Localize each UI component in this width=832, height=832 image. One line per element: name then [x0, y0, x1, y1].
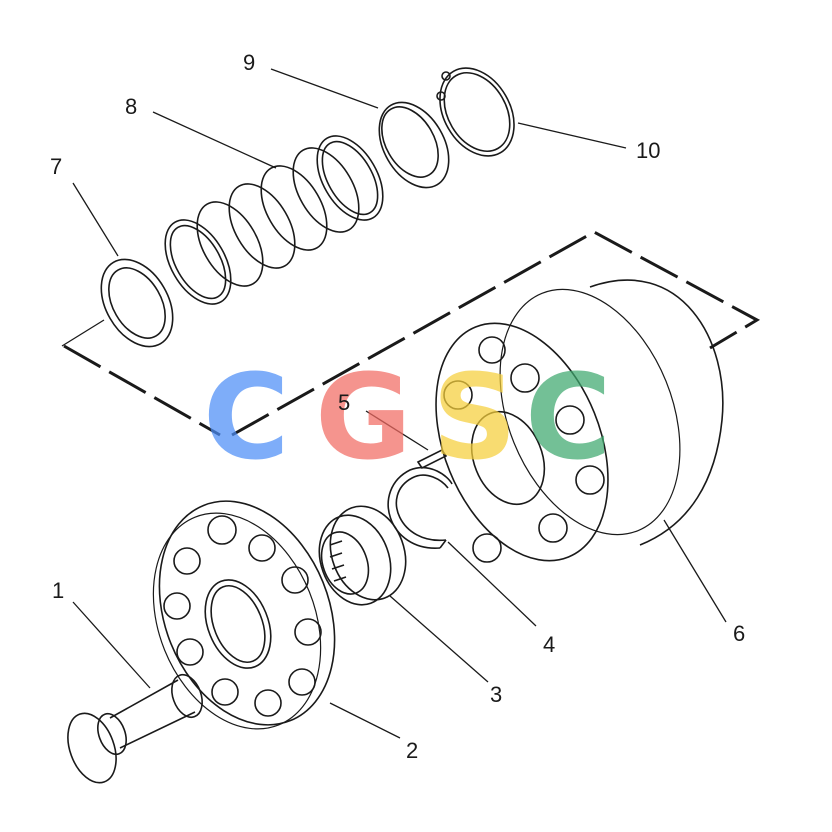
watermark: C G S C — [203, 348, 612, 486]
watermark-letter: G — [315, 348, 412, 486]
callout-1: 1 — [52, 578, 65, 603]
part-1-piston — [67, 673, 203, 784]
callout-5: 5 — [338, 390, 351, 415]
callout-10: 10 — [636, 138, 661, 163]
part-5-pin — [416, 448, 448, 470]
part-7-washer — [100, 258, 174, 348]
part-8-spring — [164, 135, 384, 305]
callout-7: 7 — [50, 154, 63, 179]
part-6-cylinder-barrel — [435, 279, 724, 563]
group-bracket — [63, 230, 761, 437]
watermark-letter: S — [432, 348, 517, 486]
watermark-letter: C — [203, 348, 290, 486]
part-9-washer — [378, 101, 450, 189]
part-2-plate — [152, 500, 336, 730]
callout-2: 2 — [406, 738, 419, 763]
part-4-ring — [387, 466, 453, 549]
callout-9: 9 — [243, 50, 256, 75]
callout-4: 4 — [543, 632, 556, 657]
watermark-letter: C — [525, 348, 612, 486]
callout-3: 3 — [490, 682, 503, 707]
callout-6: 6 — [733, 621, 746, 646]
part-3-spline-collar — [318, 505, 407, 606]
part-10-retaining-ring — [436, 67, 515, 157]
callout-8: 8 — [125, 94, 138, 119]
leader-lines — [61, 68, 727, 739]
